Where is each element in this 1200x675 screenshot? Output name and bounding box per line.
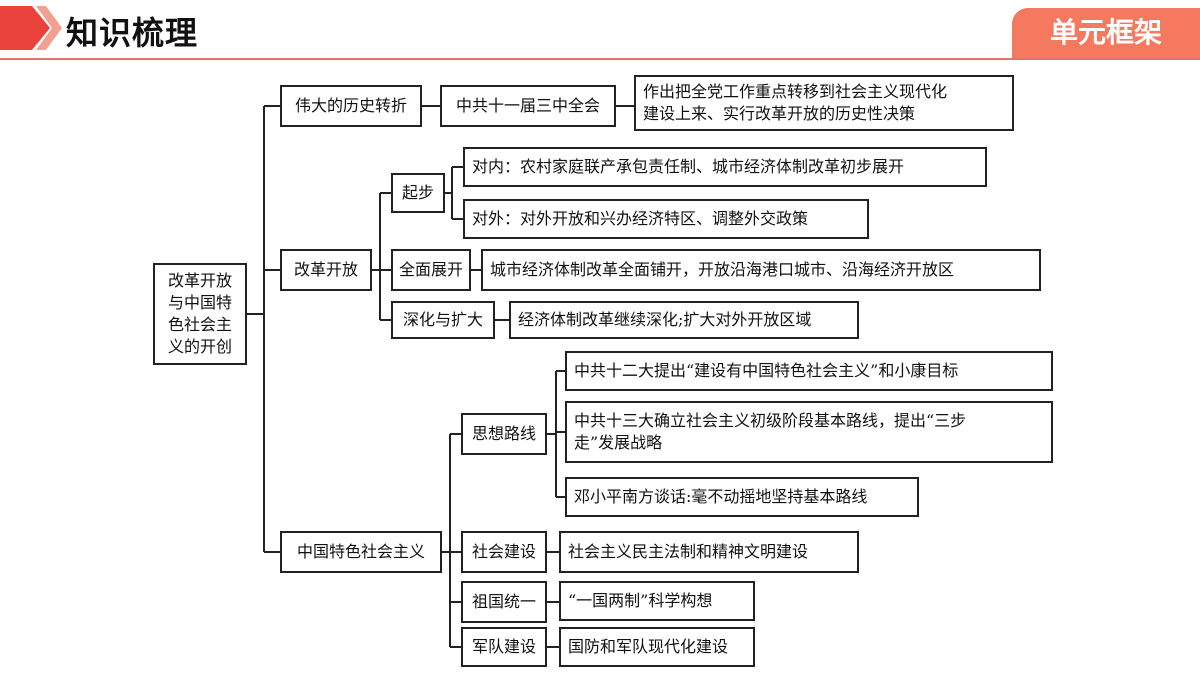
node-label: 对内：农村家庭联产承包责任制、城市经济体制改革初步展开 <box>472 157 904 176</box>
node-box <box>634 75 1014 131</box>
node-start-inner: 对内：农村家庭联产承包责任制、城市经济体制改革初步展开 <box>463 147 987 187</box>
node-label: 深化与扩大 <box>403 310 483 329</box>
node-box <box>461 531 547 573</box>
node-box <box>565 351 1053 391</box>
node-label: 义的开创 <box>168 337 232 356</box>
node-label: 走”发展战略 <box>574 433 662 452</box>
node-socialism: 中国特色社会主义 <box>280 531 442 573</box>
node-label: 色社会主 <box>168 315 232 334</box>
node-box <box>509 301 859 339</box>
node-ideo-13: 中共十三大确立社会主义初级阶段基本路线，提出“三步走”发展战略 <box>565 401 1053 463</box>
node-ideology: 思想路线 <box>461 413 547 455</box>
node-box <box>440 85 616 127</box>
node-label: 城市经济体制改革全面铺开，开放沿海港口城市、沿海经济开放区 <box>490 260 954 279</box>
node-label: 中国特色社会主义 <box>297 542 425 561</box>
node-ideo-deng: 邓小平南方谈话:毫不动摇地坚持基本路线 <box>565 477 919 517</box>
node-box <box>391 249 471 291</box>
node-label: 起步 <box>402 183 434 202</box>
unit-framework-badge: 单元框架 <box>1012 8 1200 58</box>
node-label: 中共十一届三中全会 <box>456 96 600 115</box>
node-box <box>559 531 859 573</box>
node-label: 社会建设 <box>472 542 536 561</box>
node-label: 与中国特 <box>168 293 232 312</box>
node-box <box>565 401 1053 463</box>
node-box <box>391 301 495 339</box>
node-box <box>280 531 442 573</box>
node-box <box>461 581 547 623</box>
node-reform: 改革开放 <box>280 249 372 291</box>
node-unify: 祖国统一 <box>461 581 547 623</box>
node-plenum: 中共十一届三中全会 <box>440 85 616 127</box>
node-label: 全面展开 <box>399 260 463 279</box>
node-label: 邓小平南方谈话:毫不动摇地坚持基本路线 <box>574 487 867 506</box>
node-label: 国防和军队现代化建设 <box>568 637 728 656</box>
node-military-detail: 国防和军队现代化建设 <box>559 627 755 667</box>
node-label: 军队建设 <box>472 637 536 656</box>
node-label: 经济体制改革继续深化;扩大对外开放区域 <box>518 310 811 329</box>
page-title: 知识梳理 <box>66 14 199 52</box>
node-label: 社会主义民主法制和精神文明建设 <box>568 542 808 561</box>
node-military: 军队建设 <box>461 627 547 667</box>
header-divider <box>0 58 1200 60</box>
node-box <box>565 477 919 517</box>
node-unify-detail: “一国两制”科学构想 <box>559 581 755 621</box>
node-label: 建设上来、实行改革开放的历史性决策 <box>643 104 915 123</box>
node-label: 中共十三大确立社会主义初级阶段基本路线，提出“三步 <box>574 411 966 430</box>
node-turn: 伟大的历史转折 <box>280 85 422 127</box>
node-label: 伟大的历史转折 <box>295 96 407 115</box>
node-full-detail: 城市经济体制改革全面铺开，开放沿海港口城市、沿海经济开放区 <box>481 249 1041 291</box>
node-label: 改革开放 <box>168 271 232 290</box>
node-label: 作出把全党工作重点转移到社会主义现代化 <box>643 82 947 101</box>
node-box <box>461 413 547 455</box>
node-box <box>463 199 869 239</box>
node-box <box>280 249 372 291</box>
node-label: 祖国统一 <box>472 592 536 611</box>
node-box <box>461 627 547 667</box>
node-label: “一国两制”科学构想 <box>568 591 712 610</box>
node-box <box>463 147 987 187</box>
node-full: 全面展开 <box>391 249 471 291</box>
node-box <box>559 581 755 621</box>
node-box <box>391 173 445 213</box>
node-label: 思想路线 <box>472 424 536 443</box>
node-ideo-12: 中共十二大提出“建设有中国特色社会主义”和小康目标 <box>565 351 1053 391</box>
node-society-detail: 社会主义民主法制和精神文明建设 <box>559 531 859 573</box>
node-society: 社会建设 <box>461 531 547 573</box>
node-label: 对外：对外开放和兴办经济特区、调整外交政策 <box>472 209 808 228</box>
node-deepen: 深化与扩大 <box>391 301 495 339</box>
node-start-outer: 对外：对外开放和兴办经济特区、调整外交政策 <box>463 199 869 239</box>
node-box <box>481 249 1041 291</box>
tree-connectors <box>246 105 635 648</box>
header-chevron-icon <box>0 6 62 50</box>
node-box <box>153 263 247 365</box>
node-label: 中共十二大提出“建设有中国特色社会主义”和小康目标 <box>574 361 958 380</box>
node-box <box>559 627 755 667</box>
node-start: 起步 <box>391 173 445 213</box>
node-box <box>280 85 422 127</box>
node-deepen-detail: 经济体制改革继续深化;扩大对外开放区域 <box>509 301 859 339</box>
node-label: 改革开放 <box>294 260 358 279</box>
